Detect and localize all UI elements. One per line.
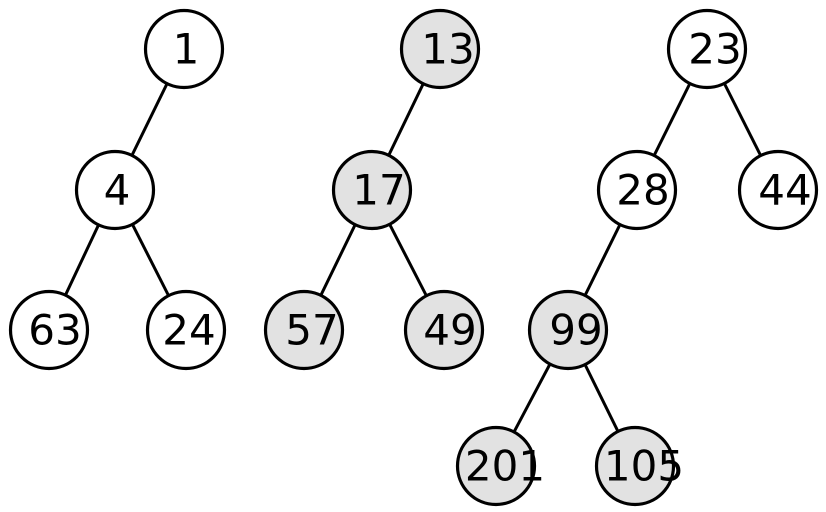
node-label-23: 23 — [688, 25, 741, 74]
node-label-1: 1 — [173, 25, 200, 74]
node-label-4: 4 — [104, 166, 131, 215]
tree-node-4: 4 — [74, 149, 156, 231]
node-label-24: 24 — [162, 306, 215, 355]
node-circle-201 — [455, 425, 537, 507]
tree-node-13: 13 — [399, 8, 481, 90]
tree-node-24: 24 — [145, 289, 227, 371]
node-circle-13 — [399, 8, 481, 90]
node-circle-23 — [666, 8, 748, 90]
node-label-105: 105 — [604, 442, 684, 491]
tree-right: 23 28 44 99 201 105 — [455, 8, 819, 507]
tree-node-49: 49 — [403, 289, 485, 371]
node-circle-105 — [594, 425, 676, 507]
node-label-99: 99 — [549, 306, 602, 355]
tree-node-44: 44 — [737, 149, 819, 231]
node-label-28: 28 — [616, 166, 669, 215]
node-circle-63 — [8, 289, 90, 371]
tree-node-105: 105 — [594, 425, 684, 507]
node-label-63: 63 — [28, 306, 81, 355]
node-circle-1 — [143, 8, 225, 90]
node-circle-99 — [527, 289, 609, 371]
tree-node-28: 28 — [596, 149, 678, 231]
tree-node-23: 23 — [666, 8, 748, 90]
node-circle-17 — [331, 149, 413, 231]
node-label-201: 201 — [465, 442, 545, 491]
tree-node-63: 63 — [8, 289, 90, 371]
node-circle-57 — [263, 289, 345, 371]
tree-node-17: 17 — [331, 149, 413, 231]
tree-node-1: 1 — [143, 8, 225, 90]
node-label-44: 44 — [758, 166, 811, 215]
tree-node-57: 57 — [263, 289, 345, 371]
node-label-57: 57 — [285, 306, 338, 355]
node-label-17: 17 — [352, 166, 405, 215]
tree-node-201: 201 — [455, 425, 545, 507]
node-circle-44 — [737, 149, 819, 231]
node-label-49: 49 — [423, 306, 476, 355]
node-circle-24 — [145, 289, 227, 371]
node-circle-28 — [596, 149, 678, 231]
node-label-13: 13 — [421, 25, 474, 74]
node-circle-4 — [74, 149, 156, 231]
tree-node-99: 99 — [527, 289, 609, 371]
tree-left: 1 4 63 24 — [8, 8, 227, 371]
tree-middle: 13 17 57 49 — [263, 8, 485, 371]
node-circle-49 — [403, 289, 485, 371]
